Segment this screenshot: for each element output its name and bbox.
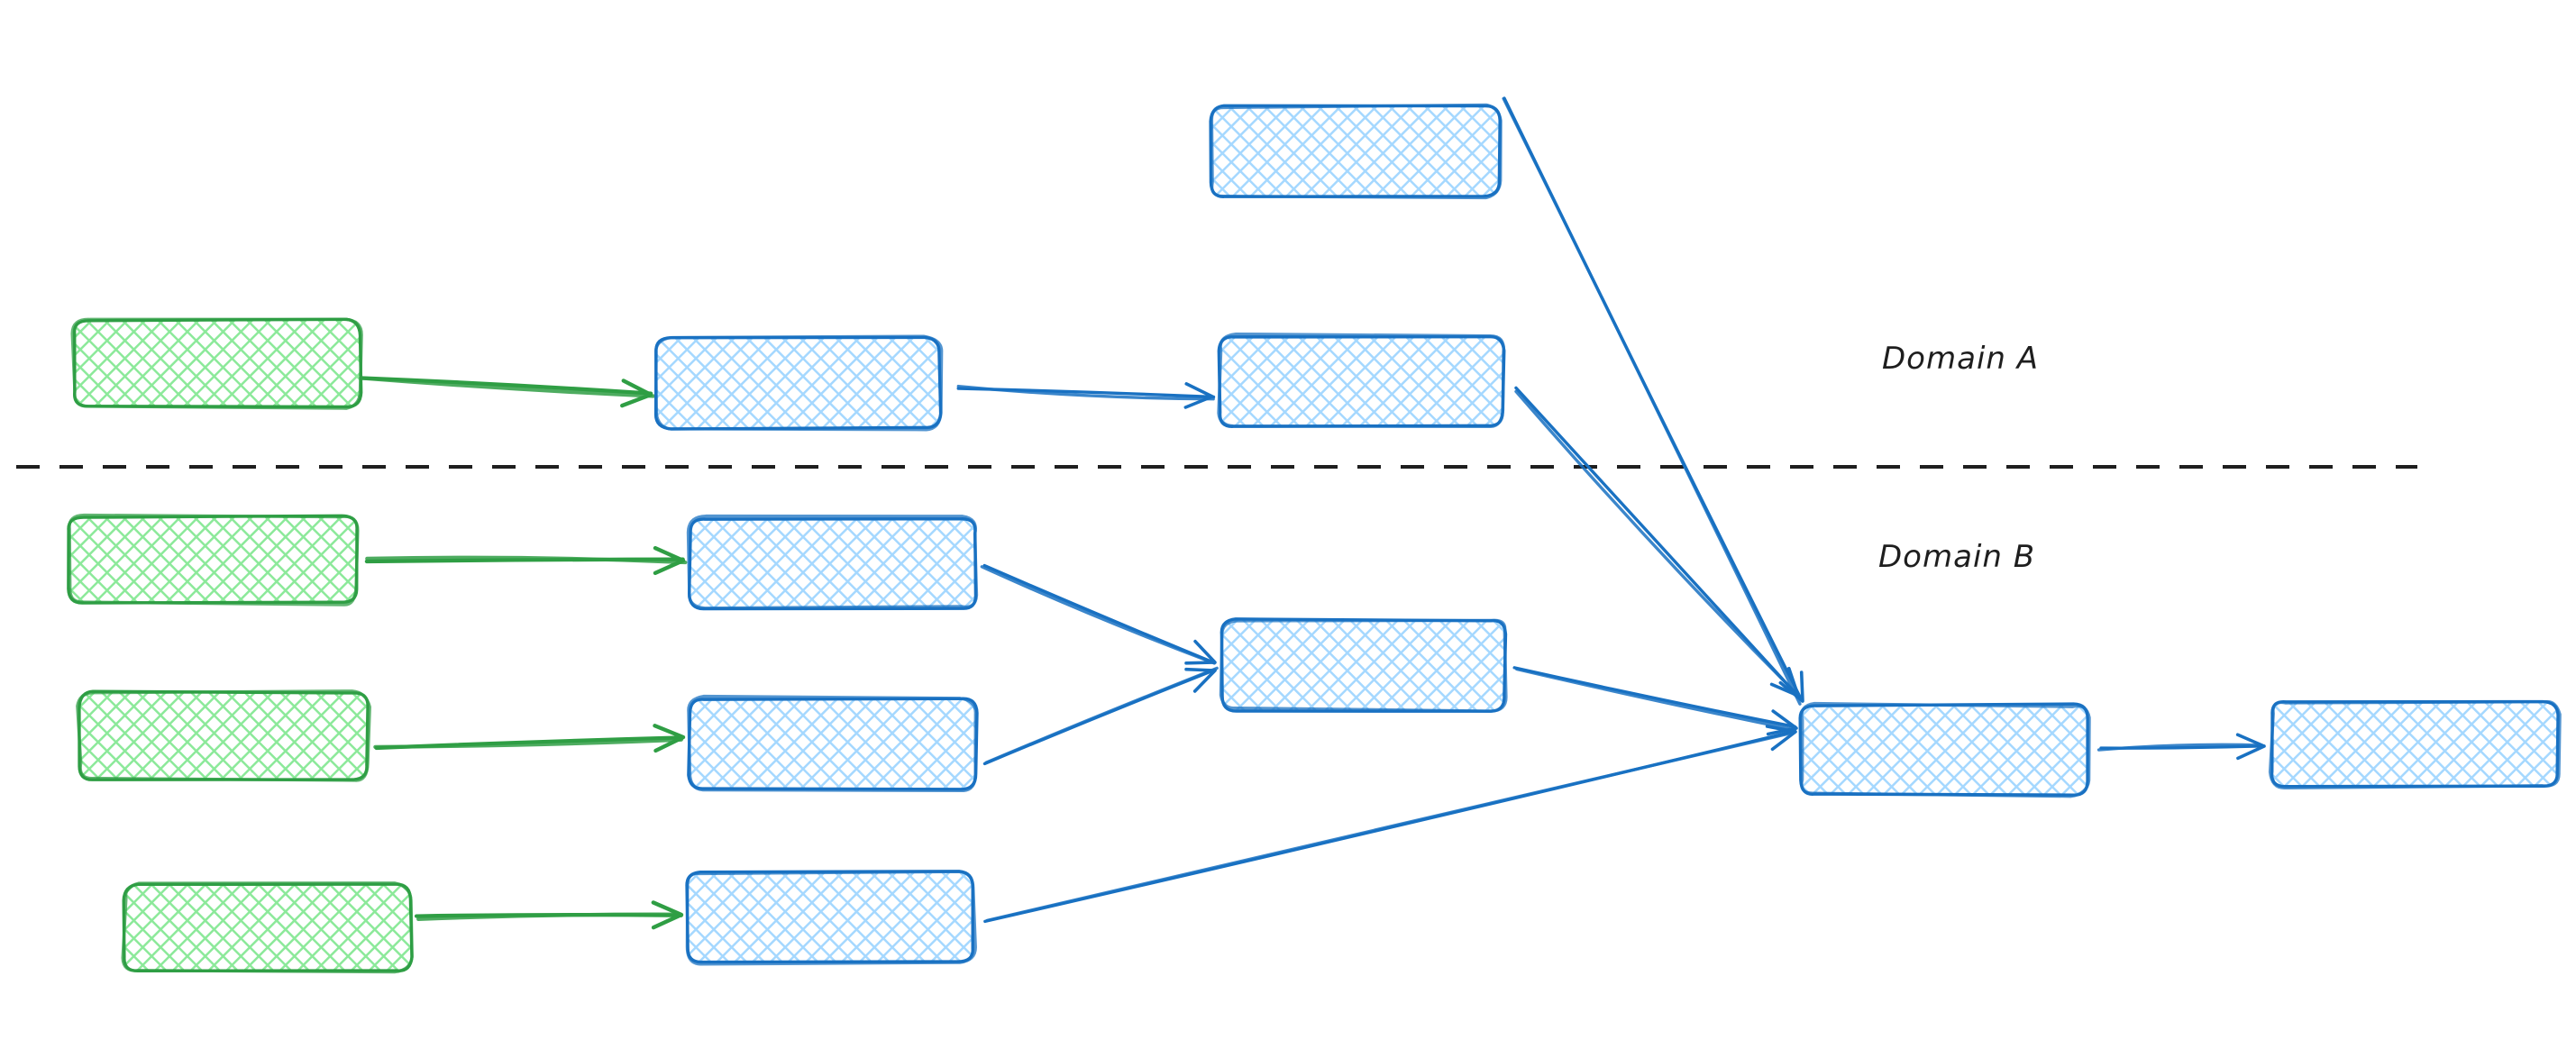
edge-a-source-1-to-a-proc-1 [357, 376, 656, 408]
node-b-source-1[interactable] [67, 513, 360, 607]
arrowhead [1765, 725, 1797, 752]
edge-a-top-to-b-sink [1502, 96, 1804, 706]
node-fill [655, 337, 941, 428]
arrowhead [1766, 709, 1798, 736]
node-a-proc-1[interactable] [653, 334, 944, 432]
node-fill [689, 517, 976, 609]
node-outline [121, 881, 414, 974]
arrowhead [1769, 666, 1800, 698]
edge-b-merge-to-b-sink [1512, 666, 1798, 736]
arrowhead [1778, 670, 1804, 703]
node-b-sink[interactable] [1798, 701, 2091, 798]
node-fill [690, 698, 977, 789]
node-fill [74, 320, 361, 406]
node-b-source-3[interactable] [121, 881, 414, 974]
node-fill [687, 872, 974, 962]
node-fill [69, 515, 358, 604]
node-outline [70, 317, 363, 410]
edge-b-source-1-to-b-proc-1 [364, 545, 688, 576]
edge-b-sink-to-b-final [2096, 733, 2266, 761]
arrowhead [1184, 639, 1217, 665]
edge-b-proc-3-to-b-sink [983, 725, 1797, 924]
node-outline [76, 689, 371, 782]
node-outline [1800, 701, 2091, 798]
node-b-final[interactable] [2268, 699, 2562, 790]
arrowhead [2235, 733, 2266, 761]
node-fill [1219, 336, 1504, 427]
node-fill [123, 884, 411, 972]
arrowhead [653, 545, 686, 576]
node-outline [685, 870, 977, 966]
node-fill [79, 692, 369, 780]
node-outline [68, 513, 360, 607]
edge-b-source-2-to-b-proc-2 [373, 724, 686, 753]
node-outline [1217, 332, 1505, 429]
node-b-source-2[interactable] [76, 689, 371, 782]
edge-b-proc-1-to-b-merge [980, 563, 1217, 665]
arrowhead [653, 724, 686, 753]
node-fill [1800, 704, 2087, 795]
edge-a-proc-2-to-b-sink [1514, 386, 1801, 699]
edge-b-source-3-to-b-proc-3 [414, 900, 684, 930]
label-domain-a: Domain A [1882, 341, 2039, 377]
node-fill [1210, 105, 1500, 196]
node-outline [686, 514, 979, 610]
node-outline [1219, 618, 1508, 713]
node-a-proc-2[interactable] [1217, 332, 1506, 429]
node-b-proc-2[interactable] [687, 694, 979, 792]
node-a-source-1[interactable] [70, 317, 363, 410]
node-outline [2268, 699, 2562, 790]
node-b-proc-3[interactable] [685, 870, 977, 966]
label-domain-b: Domain B [1878, 539, 2036, 575]
node-b-proc-1[interactable] [686, 514, 979, 611]
node-b-merge[interactable] [1219, 617, 1508, 713]
arrowhead [1184, 667, 1217, 693]
edge-a-proc-1-to-a-proc-2 [956, 382, 1216, 409]
node-outline [687, 694, 978, 792]
edge-b-proc-2-to-b-merge [982, 666, 1219, 766]
arrowhead [620, 379, 653, 408]
node-outline [653, 334, 944, 432]
node-fill [1220, 619, 1506, 711]
arrowhead [651, 900, 684, 930]
node-fill [2270, 700, 2559, 788]
arrowhead [1183, 382, 1214, 409]
node-a-top[interactable] [1209, 103, 1503, 200]
node-outline [1210, 103, 1503, 200]
